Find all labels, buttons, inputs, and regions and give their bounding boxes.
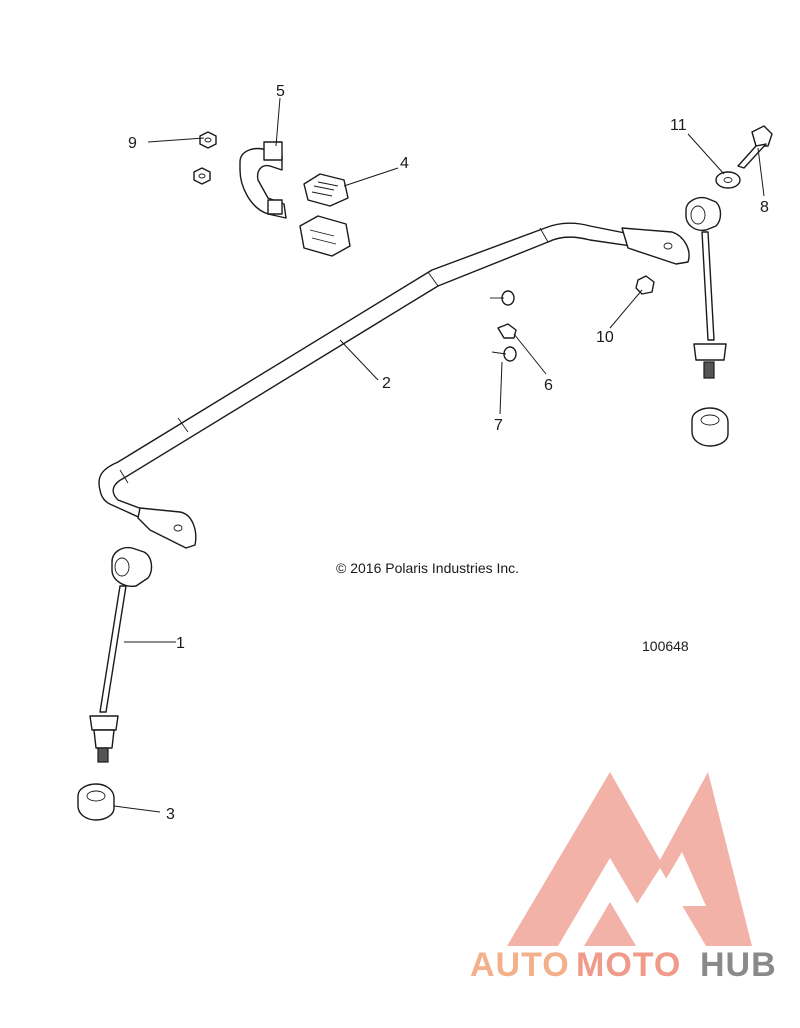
callout-3: 3	[166, 806, 175, 823]
left-bushing	[77, 783, 115, 821]
callout-11: 11	[670, 117, 687, 134]
diagram-number: 100648	[642, 638, 689, 654]
stabilizer-bar	[98, 222, 690, 549]
callout-6: 6	[544, 377, 553, 394]
callout-1: 1	[176, 635, 185, 652]
watermark-logo	[507, 772, 752, 946]
push-rivets	[490, 290, 517, 362]
callout-5: 5	[276, 83, 285, 100]
callout-4: 4	[400, 155, 409, 172]
watermark-auto: AUTO	[470, 946, 570, 984]
bushing-clamp	[239, 141, 287, 219]
washer	[715, 171, 741, 189]
left-end-link	[89, 546, 153, 763]
bar-bushing	[299, 173, 351, 257]
right-bushing	[691, 407, 729, 447]
leader-lines	[113, 97, 765, 813]
callout-8: 8	[760, 199, 769, 216]
watermark-moto: MOTO	[576, 946, 681, 984]
clip	[497, 323, 517, 339]
right-end-link	[685, 196, 727, 379]
flange-nuts	[193, 131, 217, 185]
callout-7: 7	[494, 417, 503, 434]
watermark-hub: HUB	[700, 946, 777, 984]
bolt	[737, 125, 773, 169]
copyright-text: © 2016 Polaris Industries Inc.	[336, 560, 519, 576]
watermark-wordmark: AUTO MOTO HUB	[470, 946, 777, 984]
push-nut	[635, 275, 655, 295]
callout-10: 10	[596, 329, 614, 346]
callout-9: 9	[128, 135, 137, 152]
callout-2: 2	[382, 375, 391, 392]
